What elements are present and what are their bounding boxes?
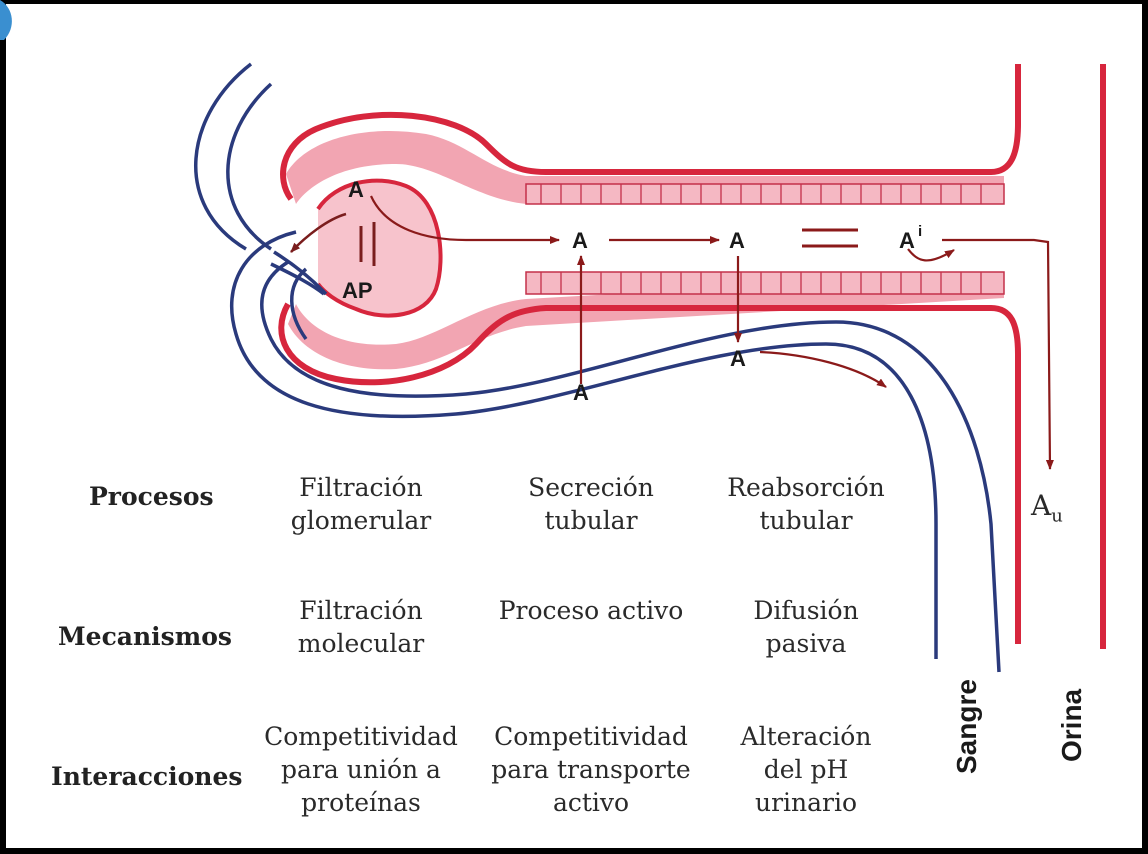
- tubule-ai-superscript: i: [918, 223, 922, 240]
- cell-reabsorcion-tubular: Reabsorción tubular: [706, 471, 906, 537]
- glomerulus-a-label: A: [348, 177, 364, 202]
- row-header-mecanismos: Mecanismos: [58, 622, 232, 651]
- urine-au-label: Au: [1031, 489, 1063, 533]
- urine-label: Orina: [1056, 688, 1087, 762]
- urine-a-subscript: u: [1051, 506, 1063, 527]
- row-header-interacciones: Interacciones: [51, 762, 242, 791]
- cell-filtracion-glomerular: Filtración glomerular: [261, 471, 461, 537]
- tubule-a2-label: A: [729, 228, 745, 253]
- blood-a2-label: A: [730, 346, 746, 371]
- cell-filtracion-molecular: Filtración molecular: [261, 594, 461, 660]
- diagram-frame: A AP A A A i A A Sangre Orina Au Proceso…: [6, 4, 1142, 848]
- corner-decoration: [0, 0, 22, 40]
- blood-a1-label: A: [573, 380, 589, 405]
- tubule-ai-label: A: [899, 228, 915, 253]
- cell-difusion-pasiva: Difusión pasiva: [706, 594, 906, 660]
- cell-secrecion-tubular: Secreción tubular: [491, 471, 691, 537]
- cell-alteracion-ph: Alteración del pH urinario: [706, 720, 906, 819]
- blood-label: Sangre: [951, 679, 982, 774]
- bowman-capsule-and-tubule: [281, 64, 1103, 649]
- row-header-procesos: Procesos: [89, 482, 214, 511]
- glomerulus-ap-label: AP: [342, 278, 373, 303]
- cell-proceso-activo: Proceso activo: [481, 594, 701, 627]
- cell-competitividad-proteinas: Competitividad para unión a proteínas: [251, 720, 471, 819]
- tubule-a1-label: A: [572, 228, 588, 253]
- cell-competitividad-transporte: Competitividad para transporte activo: [481, 720, 701, 819]
- urine-a-text: A: [1031, 489, 1051, 522]
